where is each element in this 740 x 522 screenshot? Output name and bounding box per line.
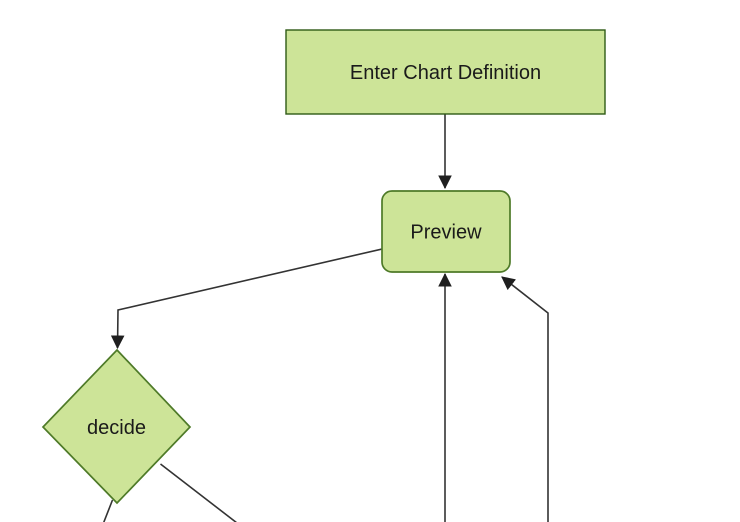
node-enter-chart-definition: Enter Chart Definition bbox=[285, 29, 606, 115]
node-decide-label: decide bbox=[87, 417, 146, 439]
edge-layer bbox=[103, 114, 549, 522]
node-preview: Preview bbox=[381, 190, 511, 273]
node-preview-label: Preview bbox=[410, 222, 482, 244]
node-decide-shape bbox=[41, 348, 192, 505]
edge-preview-to-decide bbox=[110, 248, 383, 350]
edge-offscreen-bottom-right-to-preview bbox=[501, 276, 549, 522]
edge-decide-to-offscreen-bottom-left bbox=[103, 499, 114, 522]
node-preview-shape bbox=[381, 190, 511, 273]
node-decide: decide bbox=[41, 348, 192, 505]
node-enter-chart-definition-label: Enter Chart Definition bbox=[350, 62, 541, 84]
node-enter-chart-definition-shape bbox=[285, 29, 606, 115]
edge-decide-to-offscreen-bottom-right bbox=[160, 463, 238, 522]
